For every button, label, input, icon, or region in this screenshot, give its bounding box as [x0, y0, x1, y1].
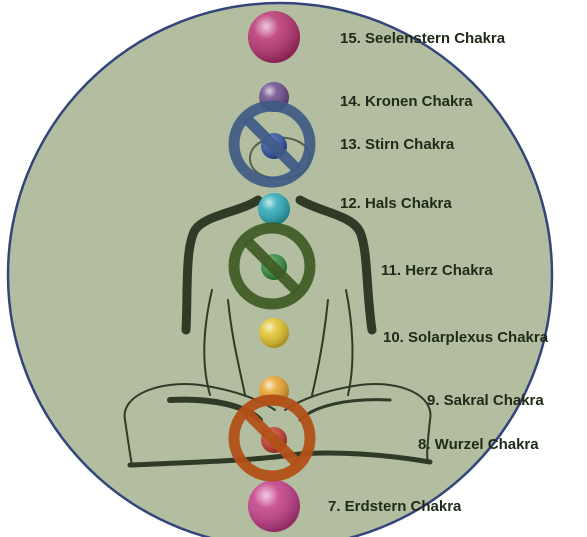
chakra-label-sakral: 9. Sakral Chakra [427, 392, 544, 410]
chakra-label-solarplexus: 10. Solarplexus Chakra [383, 329, 548, 347]
chakra-label-stirn: 13. Stirn Chakra [340, 136, 454, 154]
chakra-sphere-erdstern [248, 480, 300, 532]
chakra-label-kronen: 14. Kronen Chakra [340, 93, 473, 111]
chakra-label-herz: 11. Herz Chakra [381, 262, 493, 280]
chakra-sphere-hals [258, 193, 290, 225]
chakra-sphere-seelenstern [248, 11, 300, 63]
chakra-label-seelenstern: 15. Seelenstern Chakra [340, 30, 505, 48]
chakra-label-hals: 12. Hals Chakra [340, 195, 452, 213]
chakra-label-erdstern: 7. Erdstern Chakra [328, 498, 461, 516]
chakra-label-wurzel: 8. Wurzel Chakra [418, 436, 539, 454]
chakra-sphere-solarplexus [259, 318, 289, 348]
